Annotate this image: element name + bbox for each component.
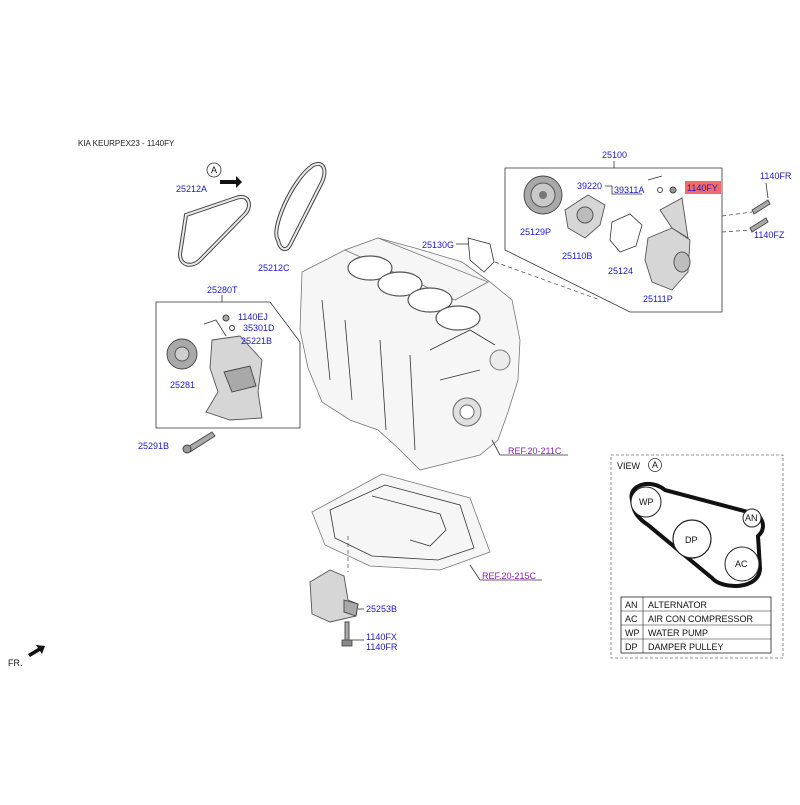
label-25130G[interactable]: 25130G <box>422 240 454 250</box>
ref-20-215c[interactable]: REF.20-215C <box>482 571 537 581</box>
drive-belts: 25212A 25212C A <box>176 162 327 273</box>
view-a-marker-letter: A <box>211 165 217 175</box>
label-1140FR-top[interactable]: 1140FR <box>760 171 792 181</box>
pulley-ac <box>724 546 760 582</box>
label-25281[interactable]: 25281 <box>170 380 195 390</box>
gasket-25130G: 25130G <box>422 237 601 301</box>
water-pump-group: 25100 25129P 25110B 25124 25111P 39220 3… <box>504 150 723 313</box>
label-39311A[interactable]: 39311A <box>614 185 644 195</box>
legend-code: AC <box>625 614 638 624</box>
label-25212C[interactable]: 25212C <box>258 263 290 273</box>
oil-pan <box>311 473 491 571</box>
view-marker-letter: A <box>652 460 658 470</box>
ref-labels: REF.20-211C REF.20-215C <box>469 439 568 581</box>
label-25280T[interactable]: 25280T <box>207 285 238 295</box>
view-a-arrow-icon <box>220 176 242 188</box>
label-35301D[interactable]: 35301D <box>243 323 275 333</box>
legend-code: WP <box>625 628 640 638</box>
front-label: FR. <box>8 658 23 668</box>
legend-name: ALTERNATOR <box>648 600 708 610</box>
view-title: VIEW <box>617 461 641 471</box>
label-25124[interactable]: 25124 <box>608 266 633 276</box>
pulley-an-label: AN <box>745 513 758 523</box>
front-arrow-icon <box>28 645 45 657</box>
label-25212A[interactable]: 25212A <box>176 184 207 194</box>
view-marker-circle <box>648 458 662 472</box>
label-25291B[interactable]: 25291B <box>138 441 169 451</box>
label-25110B[interactable]: 25110B <box>562 251 592 261</box>
bolt-25291B: 25291B <box>138 431 216 454</box>
diagram-title: KIA KEURPEX23 - 1140FY <box>78 139 175 148</box>
label-25129P[interactable]: 25129P <box>520 227 551 237</box>
ref-20-211c[interactable]: REF.20-211C <box>508 446 562 456</box>
tensioner-group: 25280T 25281 1140EJ 35301D 25221B <box>155 285 301 429</box>
legend-code: DP <box>625 642 638 652</box>
view-a-panel: VIEW A WP AN DP AC AN ALTERNATOR AC AIR … <box>610 454 784 659</box>
label-25100[interactable]: 25100 <box>602 150 627 160</box>
label-25221B[interactable]: 25221B <box>241 336 272 346</box>
legend-code: AN <box>625 600 638 610</box>
legend-table: AN ALTERNATOR AC AIR CON COMPRESSOR WP W… <box>620 596 772 654</box>
pulley-an <box>742 508 762 528</box>
label-1140FZ[interactable]: 1140FZ <box>754 230 785 240</box>
pulley-wp-label: WP <box>639 497 654 507</box>
pulley-dp <box>672 519 712 559</box>
pulley-dp-label: DP <box>685 535 698 545</box>
label-25111P[interactable]: 25111P <box>643 294 673 304</box>
bracket-25253B: 25253B 1140FX 1140FR <box>309 536 398 652</box>
legend-name: DAMPER PULLEY <box>648 642 724 652</box>
label-1140FY[interactable]: 1140FY <box>687 183 718 193</box>
label-1140FX[interactable]: 1140FX <box>366 632 397 642</box>
legend-name: AIR CON COMPRESSOR <box>648 614 754 624</box>
label-1140FR-bottom[interactable]: 1140FR <box>366 642 398 652</box>
bolts-right: 1140FR 1140FZ <box>721 171 792 240</box>
legend-name: WATER PUMP <box>648 628 708 638</box>
pulley-wp <box>630 486 662 518</box>
pulley-ac-label: AC <box>735 559 748 569</box>
view-a-marker <box>206 162 222 178</box>
highlight-1140FY <box>685 181 721 194</box>
view-belt <box>629 481 765 589</box>
front-indicator: FR. <box>8 645 45 668</box>
engine-block <box>299 237 521 471</box>
label-39220[interactable]: 39220 <box>577 181 602 191</box>
label-1140EJ[interactable]: 1140EJ <box>238 312 268 322</box>
label-25253B[interactable]: 25253B <box>366 604 397 614</box>
